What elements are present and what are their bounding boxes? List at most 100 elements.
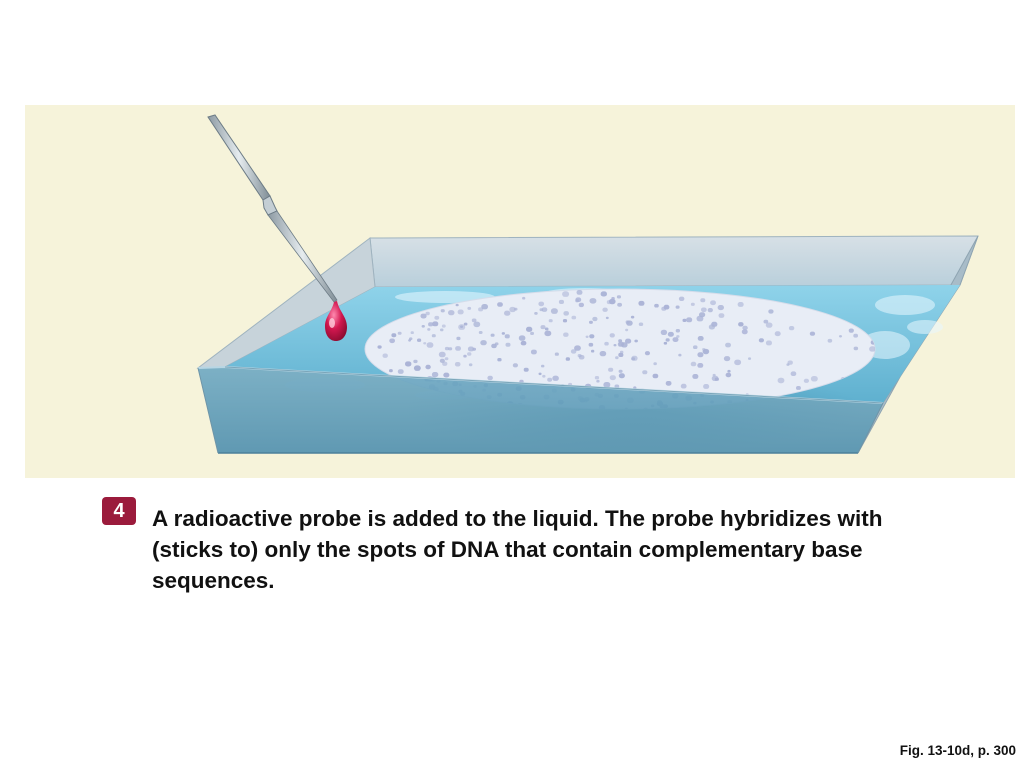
tray-back-wall	[369, 235, 979, 288]
dna-spot	[615, 356, 619, 360]
dna-spot	[609, 333, 615, 338]
dna-spot	[434, 315, 440, 320]
dna-spot	[571, 315, 577, 320]
dna-spot	[631, 355, 638, 361]
dna-spot	[701, 307, 707, 313]
dna-spot	[538, 301, 545, 307]
dna-spot	[512, 363, 518, 368]
dna-spot	[763, 319, 769, 324]
dna-spot	[703, 384, 710, 389]
dna-spot	[441, 324, 446, 328]
dna-spot	[619, 350, 624, 354]
dna-spot	[570, 349, 577, 354]
tray-front-wall	[198, 367, 883, 453]
dna-spot	[467, 306, 472, 310]
dna-spot	[738, 322, 744, 327]
dna-spot	[594, 376, 600, 380]
dna-spot	[454, 362, 461, 367]
dna-spot	[463, 354, 467, 358]
dna-spot	[625, 328, 629, 332]
dna-spot	[552, 375, 559, 381]
dna-spot	[827, 338, 833, 343]
step-number-badge: 4	[102, 497, 136, 525]
dna-spot	[577, 354, 582, 358]
dna-spot	[600, 291, 607, 297]
dna-spot	[408, 339, 412, 342]
dna-spot	[652, 373, 659, 379]
dna-spot	[605, 316, 609, 320]
dna-spot	[550, 308, 558, 314]
dna-spot	[504, 334, 510, 339]
dna-spot	[423, 342, 427, 345]
dna-spot	[576, 290, 583, 295]
dna-spot	[427, 328, 431, 331]
dna-spot	[425, 364, 431, 370]
dna-spot	[667, 331, 674, 337]
dna-spot	[786, 363, 790, 366]
dna-spot	[497, 302, 503, 307]
dna-spot	[456, 336, 461, 341]
dna-spot	[562, 291, 570, 297]
dna-spot	[630, 315, 635, 319]
dna-spot	[765, 322, 773, 328]
dna-spot	[588, 342, 594, 347]
dna-spot	[497, 358, 502, 362]
dna-spot	[478, 331, 483, 334]
dna-spot	[686, 317, 693, 323]
dna-spot	[596, 379, 600, 383]
dna-spot	[467, 346, 474, 352]
dna-spot	[509, 306, 516, 313]
dna-spot	[444, 357, 449, 361]
dna-spot	[382, 353, 388, 358]
dna-spot	[458, 324, 466, 330]
dna-spot	[421, 325, 425, 328]
dna-spot	[768, 309, 774, 314]
dna-spot	[711, 321, 718, 327]
dna-spot	[608, 367, 614, 372]
dna-spot	[609, 375, 616, 381]
dna-spot	[562, 319, 568, 323]
dna-spot	[727, 369, 731, 373]
dna-spot	[397, 369, 404, 374]
dna-spot	[574, 345, 581, 351]
dna-spot	[618, 352, 624, 357]
dna-spot	[420, 313, 427, 319]
dna-spot	[654, 303, 659, 308]
dna-spot	[634, 339, 638, 343]
dna-spot	[389, 369, 393, 373]
dna-spot	[481, 304, 488, 310]
dna-spot	[542, 374, 546, 378]
dna-spot	[592, 316, 598, 322]
dna-spot	[680, 383, 687, 389]
dna-spot	[675, 305, 680, 309]
dna-spot	[455, 346, 461, 351]
dna-spot	[663, 341, 668, 345]
dna-spot	[589, 298, 597, 304]
dna-spot	[490, 333, 495, 337]
dna-spot	[438, 351, 446, 358]
dna-spot	[700, 298, 706, 303]
dna-spot	[391, 333, 397, 338]
dna-spot	[853, 346, 859, 351]
dna-spot	[848, 328, 854, 333]
dna-spot	[765, 340, 772, 346]
dna-spot	[589, 320, 593, 324]
dna-spot	[703, 349, 709, 354]
dna-spot	[614, 384, 620, 389]
dna-spot	[440, 309, 445, 313]
dna-spot	[618, 369, 623, 373]
dna-spot	[425, 311, 430, 316]
dna-spot	[442, 361, 448, 366]
dna-spot	[585, 335, 589, 338]
dna-spot	[625, 320, 630, 324]
dna-spot	[431, 372, 439, 378]
figure-reference: Fig. 13-10d, p. 300	[899, 743, 1016, 758]
dna-spot	[682, 318, 687, 322]
dna-spot	[544, 327, 549, 331]
dna-spot	[617, 302, 622, 307]
dna-spot	[625, 338, 632, 344]
dna-spot	[538, 372, 542, 376]
probe-droplet	[325, 301, 347, 341]
dna-spot	[613, 344, 617, 347]
dna-spot	[578, 302, 584, 308]
